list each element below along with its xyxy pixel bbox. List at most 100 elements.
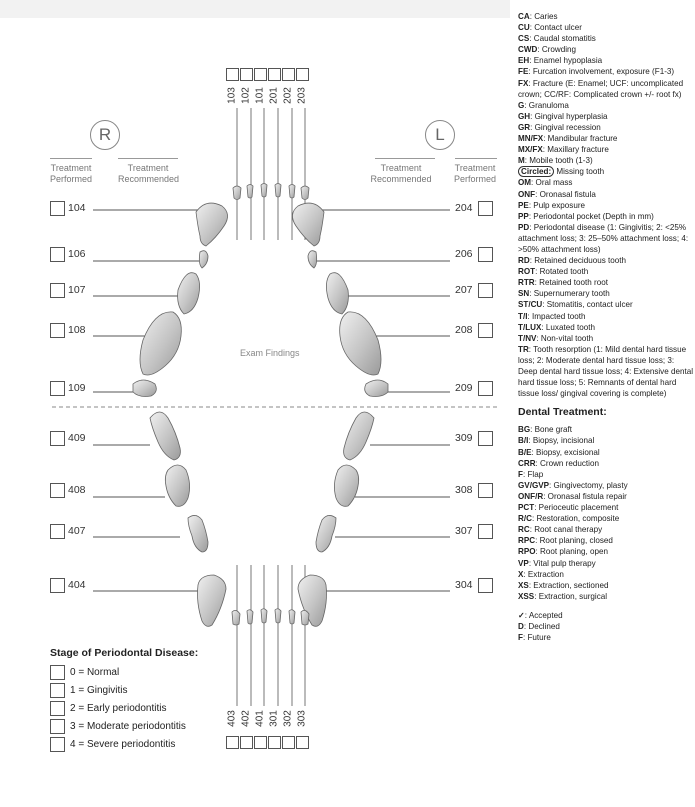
finding-code: ROT bbox=[518, 267, 536, 277]
stage-checkbox-0[interactable] bbox=[50, 665, 65, 680]
tooth-404 bbox=[197, 574, 227, 627]
status-row: ✓: Accepted bbox=[518, 610, 695, 621]
stage-checkbox-1[interactable] bbox=[50, 683, 65, 698]
tooth-label-307: 307 bbox=[455, 525, 473, 537]
finding-code: CWD bbox=[518, 45, 538, 55]
tooth-304 bbox=[297, 574, 327, 627]
teeth-shapes bbox=[132, 183, 389, 627]
treatment-checkbox-204[interactable] bbox=[478, 201, 493, 216]
incisor-checkbox-103[interactable] bbox=[226, 68, 239, 81]
tooth-104 bbox=[195, 202, 228, 247]
stage-option-0[interactable]: 0 = Normal bbox=[50, 665, 119, 680]
treatment-checkbox-108[interactable] bbox=[50, 323, 65, 338]
stage-checkbox-2[interactable] bbox=[50, 701, 65, 716]
header-rule bbox=[50, 158, 92, 159]
tooth-label-308: 308 bbox=[455, 484, 473, 496]
finding-desc: : Periodontal disease (1: Gingivitis; 2:… bbox=[518, 222, 689, 254]
incisor-number-202: 202 bbox=[282, 87, 294, 104]
finding-desc: : Oral mass bbox=[531, 178, 573, 188]
tooth-202 bbox=[288, 184, 296, 199]
finding-desc: : Retained deciduous tooth bbox=[529, 256, 626, 266]
finding-row: PE: Pulp exposure bbox=[518, 200, 695, 211]
tooth-206 bbox=[307, 250, 318, 269]
incisor-checkbox-101[interactable] bbox=[254, 68, 267, 81]
treatment-checkbox-304[interactable] bbox=[478, 578, 493, 593]
treatment-checkbox-207[interactable] bbox=[478, 283, 493, 298]
treatment-checkbox-309[interactable] bbox=[478, 431, 493, 446]
incisor-checkbox-302[interactable] bbox=[282, 736, 295, 749]
tooth-106 bbox=[198, 250, 209, 269]
status-desc: : Declined bbox=[523, 621, 560, 631]
incisor-checkbox-301[interactable] bbox=[268, 736, 281, 749]
stage-option-4[interactable]: 4 = Severe periodontitis bbox=[50, 737, 175, 752]
tooth-401 bbox=[260, 608, 268, 624]
finding-desc: Missing tooth bbox=[554, 167, 605, 177]
incisor-checkbox-203[interactable] bbox=[296, 68, 309, 81]
finding-code: EH bbox=[518, 56, 530, 66]
incisor-checkbox-402[interactable] bbox=[240, 736, 253, 749]
treatment-checkbox-104[interactable] bbox=[50, 201, 65, 216]
status-row: F: Future bbox=[518, 632, 695, 643]
finding-desc: : Contact ulcer bbox=[529, 23, 582, 33]
tooth-204 bbox=[292, 202, 325, 247]
finding-row: RTR: Retained tooth root bbox=[518, 277, 695, 288]
finding-code: FE bbox=[518, 67, 529, 77]
incisor-checkbox-102[interactable] bbox=[240, 68, 253, 81]
treatment-checkbox-209[interactable] bbox=[478, 381, 493, 396]
treatment-checkbox-407[interactable] bbox=[50, 524, 65, 539]
incisor-checkbox-303[interactable] bbox=[296, 736, 309, 749]
stage-option-2[interactable]: 2 = Early periodontitis bbox=[50, 701, 166, 716]
treatment-checkbox-106[interactable] bbox=[50, 247, 65, 262]
top-incisor-lines bbox=[236, 108, 306, 240]
tooth-203 bbox=[300, 185, 310, 200]
finding-row: CS: Caudal stomatitis bbox=[518, 33, 695, 44]
incisor-number-402: 402 bbox=[240, 710, 252, 727]
stage-checkbox-3[interactable] bbox=[50, 719, 65, 734]
finding-code: CA bbox=[518, 12, 530, 21]
incisor-checkbox-403[interactable] bbox=[226, 736, 239, 749]
treatment-checkbox-109[interactable] bbox=[50, 381, 65, 396]
incisor-number-302: 302 bbox=[282, 710, 294, 727]
dental-treatment-title: Dental Treatment: bbox=[518, 406, 607, 419]
tooth-label-309: 309 bbox=[455, 432, 473, 444]
tooth-label-106: 106 bbox=[68, 248, 86, 260]
finding-row: MN/FX: Mandibular fracture bbox=[518, 133, 695, 144]
finding-desc: : Luxated tooth bbox=[541, 322, 595, 332]
incisor-checkbox-201[interactable] bbox=[268, 68, 281, 81]
treatment-checkbox-206[interactable] bbox=[478, 247, 493, 262]
treatment-row: B/I: Biopsy, incisional bbox=[518, 435, 695, 446]
tooth-label-404: 404 bbox=[68, 579, 86, 591]
finding-row: ROT: Rotated tooth bbox=[518, 266, 695, 277]
treatment-code: RPO bbox=[518, 547, 536, 557]
finding-desc: : Crowding bbox=[537, 45, 577, 55]
treatment-code: PCT bbox=[518, 503, 535, 513]
finding-desc: : Stomatitis, contact ulcer bbox=[542, 300, 633, 310]
stage-option-label-3: 3 = Moderate periodontitis bbox=[70, 721, 186, 732]
treatment-row: F: Flap bbox=[518, 469, 695, 480]
tooth-307 bbox=[315, 515, 337, 553]
stage-option-3[interactable]: 3 = Moderate periodontitis bbox=[50, 719, 186, 734]
treatment-checkbox-208[interactable] bbox=[478, 323, 493, 338]
treatment-checkbox-408[interactable] bbox=[50, 483, 65, 498]
stage-checkbox-4[interactable] bbox=[50, 737, 65, 752]
treatment-row: CRR: Crown reduction bbox=[518, 458, 695, 469]
treatment-row: GV/GVP: Gingivectomy, plasty bbox=[518, 480, 695, 491]
tooth-label-409: 409 bbox=[68, 432, 86, 444]
treatment-checkbox-307[interactable] bbox=[478, 524, 493, 539]
treatment-checkbox-308[interactable] bbox=[478, 483, 493, 498]
finding-row: MX/FX: Maxillary fracture bbox=[518, 144, 695, 155]
treatment-checkbox-107[interactable] bbox=[50, 283, 65, 298]
stage-title: Stage of Periodontal Disease: bbox=[50, 647, 199, 659]
incisor-checkbox-401[interactable] bbox=[254, 736, 267, 749]
finding-desc: : Supernumerary tooth bbox=[529, 289, 610, 299]
incisor-checkbox-202[interactable] bbox=[282, 68, 295, 81]
stage-option-1[interactable]: 1 = Gingivitis bbox=[50, 683, 128, 698]
status-code: F bbox=[518, 633, 523, 643]
treatment-checkbox-404[interactable] bbox=[50, 578, 65, 593]
treatment-checkbox-409[interactable] bbox=[50, 431, 65, 446]
finding-desc: : Furcation involvement, exposure (F1-3) bbox=[528, 67, 675, 77]
finding-desc: : Pulp exposure bbox=[528, 200, 586, 210]
top-band bbox=[0, 0, 510, 18]
finding-desc: : Oronasal fistula bbox=[535, 189, 596, 199]
